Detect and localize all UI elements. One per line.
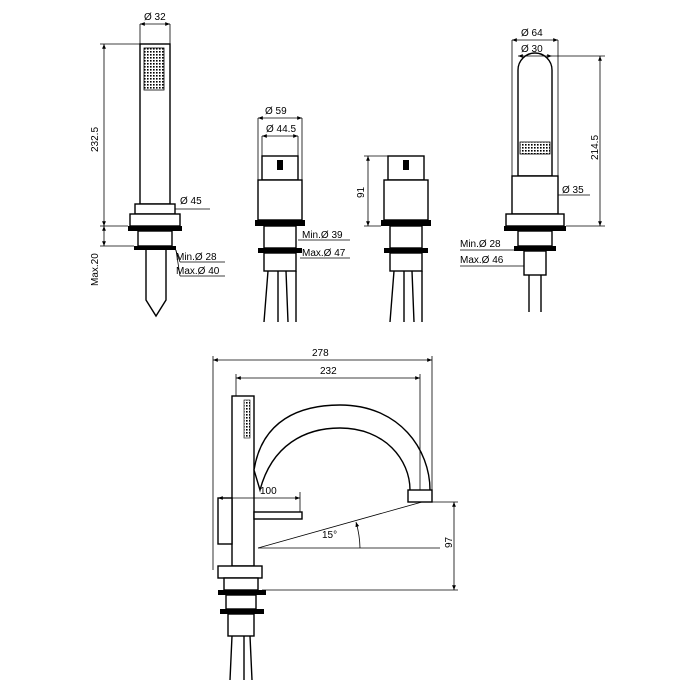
side-thread (225, 594, 257, 610)
side-spout-arm (253, 404, 431, 501)
side-handle-length: 100 (260, 486, 277, 497)
valve1-thread (263, 225, 297, 249)
handshower-thread (137, 230, 173, 247)
side-deck (218, 590, 266, 595)
side-base (217, 565, 263, 579)
spout-aerator (519, 141, 551, 155)
handshower-view: Ø 32 232.5 Ø 45 Max.20 Min.Ø 28 Max.Ø 40 (90, 12, 225, 318)
valve1-diameter-outer: Ø 59 (265, 106, 287, 117)
handshower-nut (134, 246, 176, 250)
handshower-max-thickness: Max.20 (90, 253, 101, 286)
side-handshower-spray (243, 399, 251, 439)
spout-pipe (528, 275, 542, 312)
handshower-diameter-collar: Ø 45 (180, 196, 202, 207)
valve2-fitting (389, 252, 423, 272)
valve2-body (383, 179, 429, 221)
handshower-diameter-top: Ø 32 (144, 12, 166, 23)
valve1-plate (255, 220, 305, 226)
valve-view-2: 91 (356, 155, 431, 323)
spout-diameter-tube: Ø 30 (521, 44, 543, 55)
valve2-nut (384, 248, 428, 253)
spout-deck-top (504, 226, 566, 231)
spout-diameter-base: Ø 64 (521, 28, 543, 39)
spout-fitting (523, 250, 547, 276)
side-spout-outlet (407, 489, 433, 503)
side-view: 278 232 100 15° 97 (212, 348, 458, 681)
handshower-spray-face (143, 47, 165, 91)
valve1-indicator (277, 160, 283, 170)
side-total-reach: 278 (312, 348, 329, 359)
side-outlet-height: 97 (444, 536, 455, 548)
spout-height: 214.5 (590, 135, 601, 160)
spout-body (511, 175, 559, 215)
spout-tube (517, 52, 553, 177)
handshower-height: 232.5 (90, 127, 101, 152)
valve2-height: 91 (356, 186, 367, 198)
valve1-max-hole: Max.Ø 47 (302, 248, 346, 259)
valve2-plate (381, 220, 431, 226)
valve1-min-hole: Min.Ø 39 (302, 230, 343, 241)
spout-min-hole: Min.Ø 28 (460, 239, 501, 250)
valve1-body (257, 179, 303, 221)
spout-front-view: Ø 64 Ø 30 214.5 Ø 35 Min.Ø 28 Max.Ø 46 (460, 28, 605, 312)
side-handle-block (217, 497, 233, 545)
valve-view-1: Ø 59 Ø 44.5 Min.Ø 39 Max.Ø 47 (255, 106, 350, 323)
side-nut (220, 609, 264, 614)
valve1-pipes (263, 270, 297, 323)
handshower-deck-top (128, 226, 182, 231)
valve1-fitting (263, 252, 297, 272)
spout-diameter-collar: Ø 35 (562, 185, 584, 196)
spout-max-hole: Max.Ø 46 (460, 255, 504, 266)
handshower-hose (145, 250, 167, 318)
valve2-indicator (403, 160, 409, 170)
valve2-thread (389, 225, 423, 249)
handshower-min-hole: Min.Ø 28 (176, 252, 217, 263)
side-lever (253, 511, 303, 520)
valve2-pipes (389, 270, 423, 323)
side-fitting (227, 613, 255, 637)
handshower-base (129, 213, 181, 227)
side-pipes (229, 635, 253, 681)
handshower-max-hole: Max.Ø 40 (176, 266, 220, 277)
handshower-collar (134, 203, 176, 215)
spout-thread (517, 230, 553, 247)
spout-base (505, 213, 565, 227)
side-spout-reach: 232 (320, 366, 337, 377)
valve1-nut (258, 248, 302, 253)
valve1-diameter-inner: Ø 44.5 (266, 124, 296, 135)
side-angle: 15° (322, 530, 337, 541)
spout-nut (514, 246, 556, 251)
side-flange (223, 577, 259, 591)
side-handshower-body (231, 395, 255, 567)
